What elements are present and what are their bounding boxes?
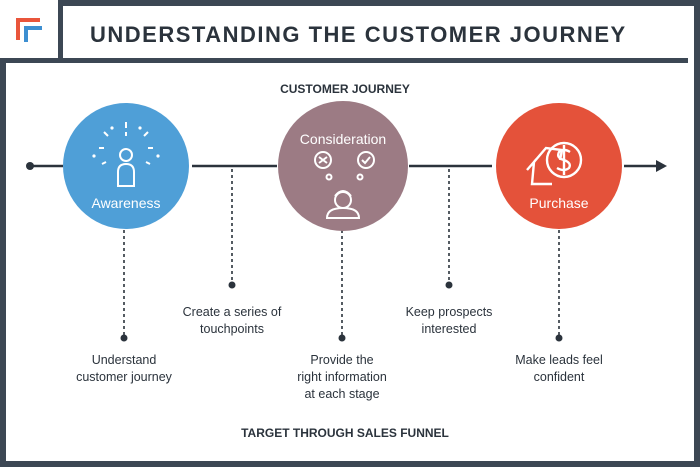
connector-dots — [120, 281, 563, 342]
person-idea-icon — [99, 122, 153, 187]
stage-consideration-circle — [278, 101, 408, 231]
stage-purchase-circle — [496, 103, 622, 229]
description-awareness: Understand customer journey — [76, 353, 172, 384]
thinking-person-icon — [314, 151, 375, 219]
stage-purchase-label: Purchase — [529, 195, 589, 211]
dollar-tag-icon — [526, 141, 583, 186]
customer-journey-heading: CUSTOMER JOURNEY — [280, 82, 410, 96]
connectors — [123, 169, 560, 336]
description-touchpoints: Create a series of touchpoints — [182, 305, 282, 336]
diagram-frame — [6, 6, 694, 461]
description-purchase: Make leads feel confident — [515, 353, 603, 384]
logo-mark-icon — [16, 18, 42, 42]
journey-arrow-icon — [656, 160, 667, 172]
idea-dots — [92, 126, 160, 158]
logo — [0, 0, 63, 63]
description-interested: Keep prospects interested — [405, 305, 493, 336]
journey-start-dot — [26, 162, 34, 170]
stage-awareness-circle — [63, 103, 189, 229]
stage-consideration-label: Consideration — [299, 131, 387, 147]
stage-awareness-label: Awareness — [91, 195, 161, 211]
header-divider — [63, 58, 688, 63]
sales-funnel-heading: TARGET THROUGH SALES FUNNEL — [241, 426, 449, 440]
page-title: UNDERSTANDING THE CUSTOMER JOURNEY — [90, 22, 627, 47]
description-consideration: Provide the right information at each st… — [297, 353, 387, 401]
